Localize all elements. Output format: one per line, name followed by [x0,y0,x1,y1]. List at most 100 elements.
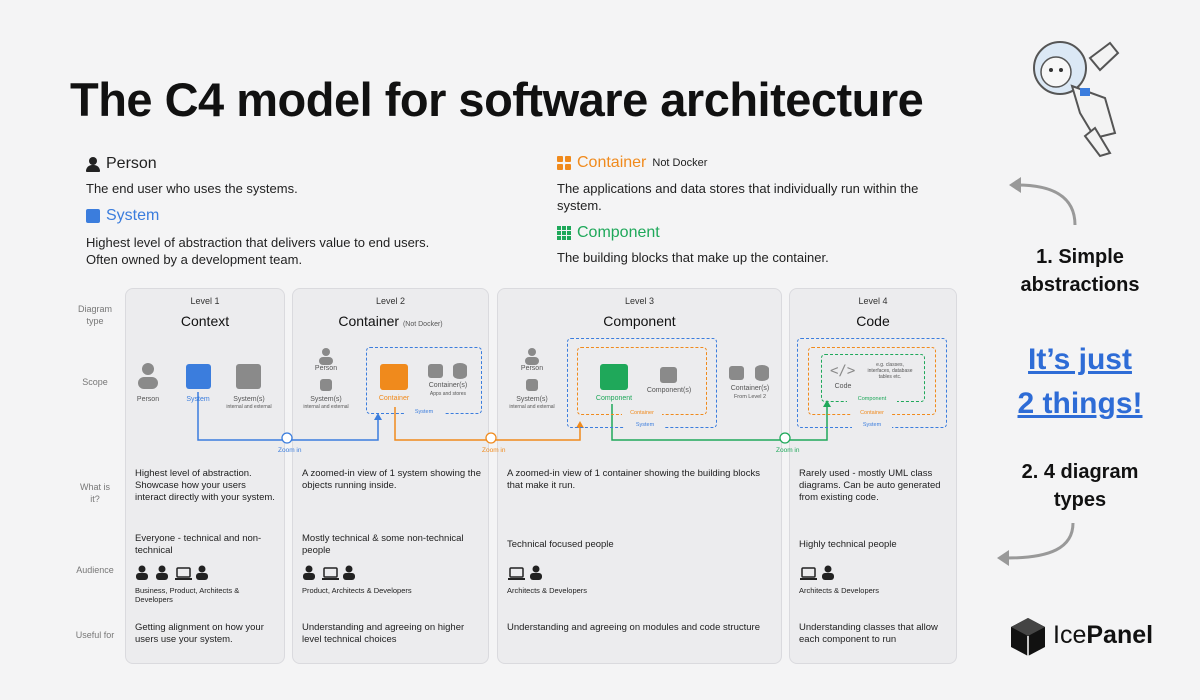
scope1-system-box [186,364,211,389]
scope2-systems-label: System(s) [310,396,342,403]
scope3-other-component-box [660,367,677,383]
container-icon [557,156,571,170]
level2-name: Container [338,313,400,329]
scope1-system-label: System [186,396,210,403]
scope3-other-container-box [729,366,744,380]
level1-audience: Everyone - technical and non-technical [135,533,262,556]
scope3-components-label: Component(s) [646,387,692,394]
level3-audience-icons [508,565,542,580]
scope2-containers-label: Container(s) [428,382,468,389]
person-icon [86,156,100,172]
scope3-datastore-box [755,365,769,381]
container-label: Container [577,154,647,171]
level4-number: Level 4 [858,296,888,306]
level2-audience: Mostly technical & some non-technical pe… [302,533,464,556]
scope2-container-label: Container [378,395,410,402]
astronaut-illustration [1033,41,1120,158]
level2-useful: Understanding and agreeing on higher lev… [302,622,465,645]
person-label: Person [106,155,157,172]
scope3-system-boundary-label: System [625,422,665,428]
scope-person-icon [138,363,158,389]
scope1-systems-label: System(s) [233,396,265,403]
scope3-external-system-box [526,379,538,391]
zoom-in-label-3: Zoom in [776,447,800,454]
scope4-code-label: Code [834,383,852,390]
level4-card [789,288,957,664]
person-definition-heading: Person [86,155,157,173]
level4-name: Code [856,313,890,329]
system-definition-text-1: Highest level of abstraction that delive… [86,235,430,250]
level2-card [292,288,489,664]
level2-audience-icons [303,565,355,580]
component-label: Component [577,224,660,241]
scope2-external-system-box [320,379,332,391]
scope2-system-boundary-label: System [404,409,444,415]
scope3-container-boundary-label: Container [622,410,662,416]
scope3-person-label: Person [520,365,544,372]
scope2-other-container-box [428,364,443,378]
scope2-apps-stores-label: Apps and stores [429,391,467,397]
scope2-person-label: Person [314,365,338,372]
scope4-container-boundary-label: Container [852,410,892,416]
zoom-in-label-1: Zoom in [278,447,302,454]
level1-useful: Getting alignment on how your users use … [135,622,264,645]
row-label-scope: Scope [82,377,108,387]
scope1-external-systems-box [236,364,261,389]
component-definition-text: The building blocks that make up the con… [557,250,829,265]
scope3-component-box [600,364,628,390]
point-simple-abstractions: 1. Simple abstractions [1020,246,1140,296]
scope3-container-boundary [577,347,707,415]
curved-arrow-up-icon [1009,177,1077,226]
level2-note: (Not Docker) [402,321,443,328]
level2-what: A zoomed-in view of 1 system showing the… [302,468,482,491]
row-label-useful: Useful for [75,630,115,640]
level2-number: Level 2 [375,296,406,306]
scope2-datastore-box [453,363,467,379]
point-diagram-types: 2. 4 diagram types [1021,461,1139,511]
level1-number: Level 1 [190,296,220,306]
level3-card [497,288,782,664]
level1-card [125,288,285,664]
person-definition-text: The end user who uses the systems. [86,181,298,196]
level3-roles: Architects & Developers [507,586,588,595]
level3-useful: Understanding and agreeing on modules an… [507,622,760,633]
level4-audience-icons [800,565,834,580]
icepanel-logo-icon [1011,618,1045,656]
level4-audience: Highly technical people [799,539,897,550]
container-note: Not Docker [652,157,708,169]
level1-audience-icons [136,565,208,580]
curved-arrow-down-icon [997,522,1075,566]
component-definition-heading: Component [557,224,660,242]
level3-what: A zoomed-in view of 1 container showing … [507,468,760,491]
scope2-person-icon [319,348,333,365]
code-icon: </> [830,363,856,379]
zoom-in-label-2: Zoom in [482,447,506,454]
level1-name: Context [180,313,230,329]
scope3-from-level2-label: From Level 2 [733,394,767,400]
level2-roles: Product, Architects & Developers [302,586,412,595]
container-definition-heading: Container Not Docker [557,154,707,172]
scope1-person-label: Person [136,396,160,403]
system-definition-text-2: Often owned by a development team. [86,252,303,267]
scope4-code-note: e.g. classes, interfaces, database table… [867,362,913,380]
row-label-audience: Audience [76,565,114,575]
scope4-component-boundary-label: Component [847,396,897,402]
scope1-internal-external-label: internal and external [226,404,272,410]
system-definition-heading: System [86,207,159,225]
scope3-systems-label: System(s) [516,396,548,403]
scope4-system-boundary-label: System [852,422,892,428]
container-definition-text-1: The applications and data stores that in… [557,181,919,196]
level3-audience: Technical focused people [507,539,614,550]
icepanel-logo-text: IcePanel [1053,621,1154,649]
scope3-component-label: Component [595,395,633,402]
level2-name-row: Container (Not Docker) [292,313,489,329]
system-label: System [106,207,160,224]
scope3-containers-label: Container(s) [730,385,770,392]
page-title: The C4 model for software architecture [70,73,924,126]
level1-roles: Business, Product, Architects & Develope… [135,586,240,604]
scope3-internal-external-label: internal and external [509,404,555,410]
scope3-person-icon [525,348,539,365]
scope2-container-box [380,364,408,390]
